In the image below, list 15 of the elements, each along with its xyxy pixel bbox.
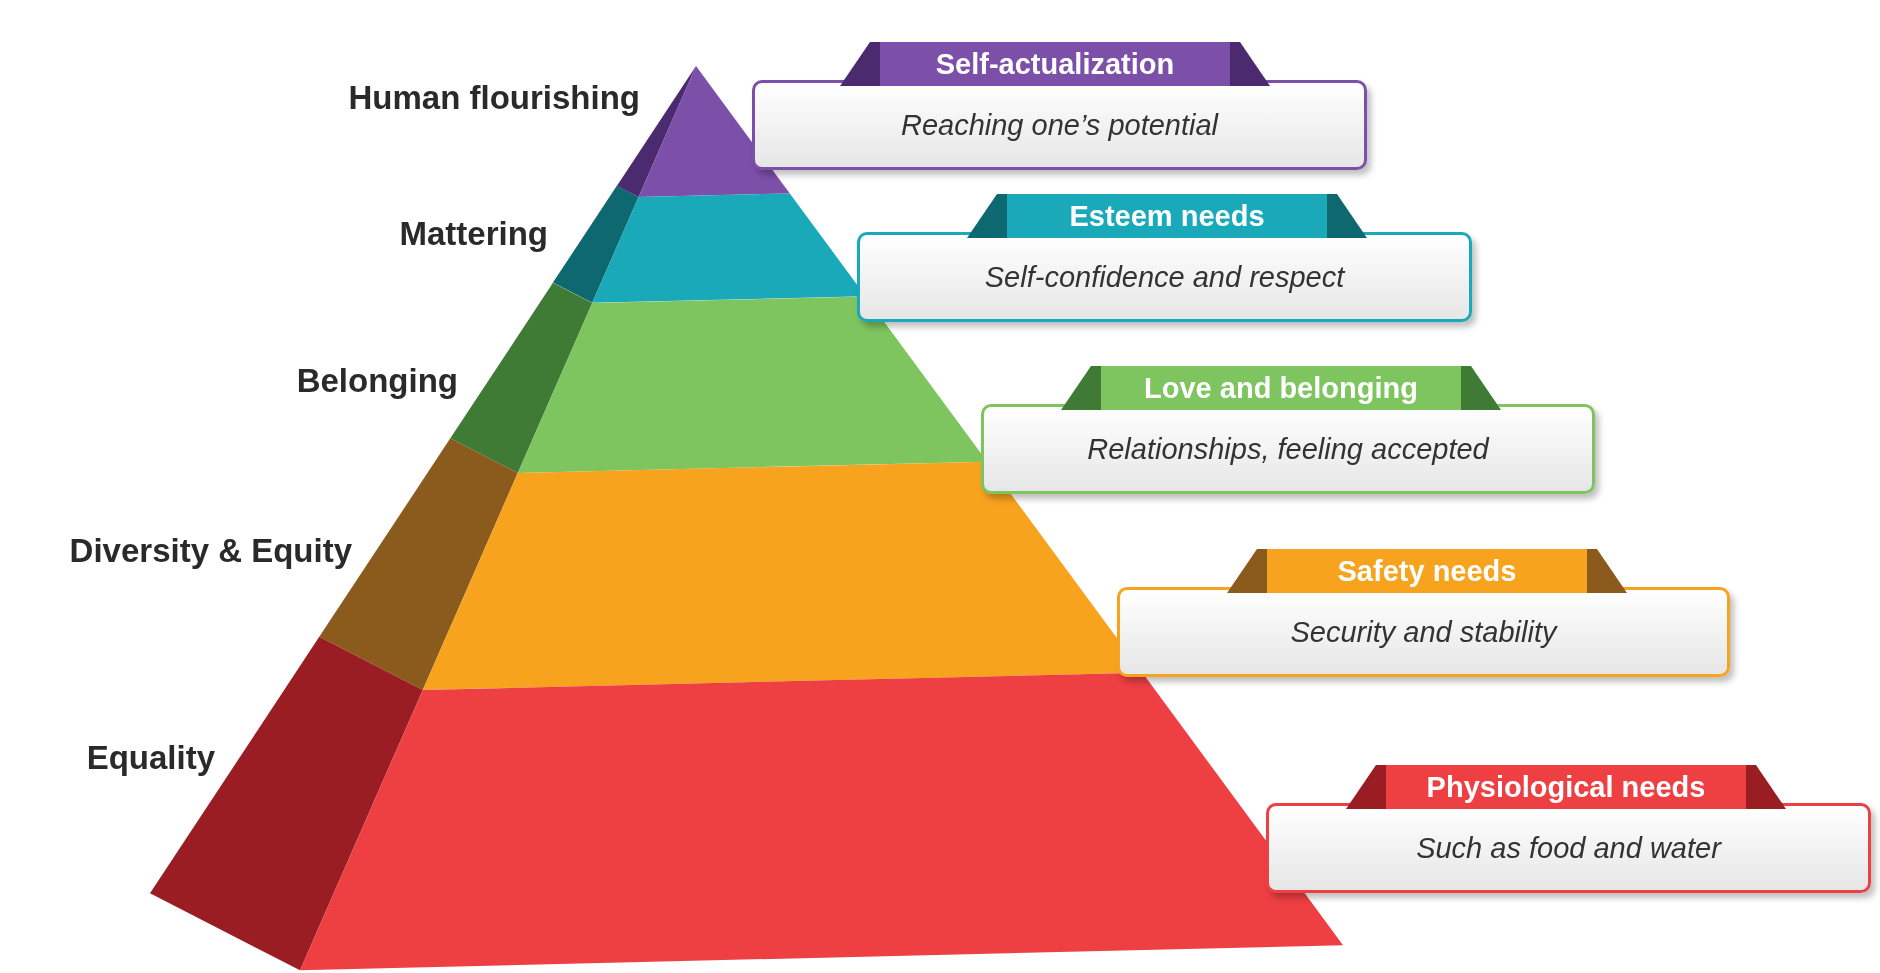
layer-label: Belonging: [296, 362, 458, 400]
heading-ribbon: Self-actualization: [840, 42, 1270, 86]
layer-label: Mattering: [399, 215, 548, 253]
layer-label: Human flourishing: [348, 79, 640, 117]
heading-ribbon: Love and belonging: [1061, 366, 1501, 410]
heading-ribbon: Safety needs: [1227, 549, 1627, 593]
description-text: Relationships, feeling accepted: [1087, 432, 1489, 466]
layer-label: Diversity & Equity: [69, 532, 352, 570]
heading-ribbon: Physiological needs: [1346, 765, 1786, 809]
layer-label: Equality: [86, 739, 215, 777]
description-text: Reaching one’s potential: [900, 108, 1219, 142]
description-text: Self-confidence and respect: [984, 260, 1345, 294]
description-text: Security and stability: [1290, 615, 1557, 649]
heading-ribbon: Esteem needs: [967, 194, 1367, 238]
description-text: Such as food and water: [1416, 831, 1721, 865]
